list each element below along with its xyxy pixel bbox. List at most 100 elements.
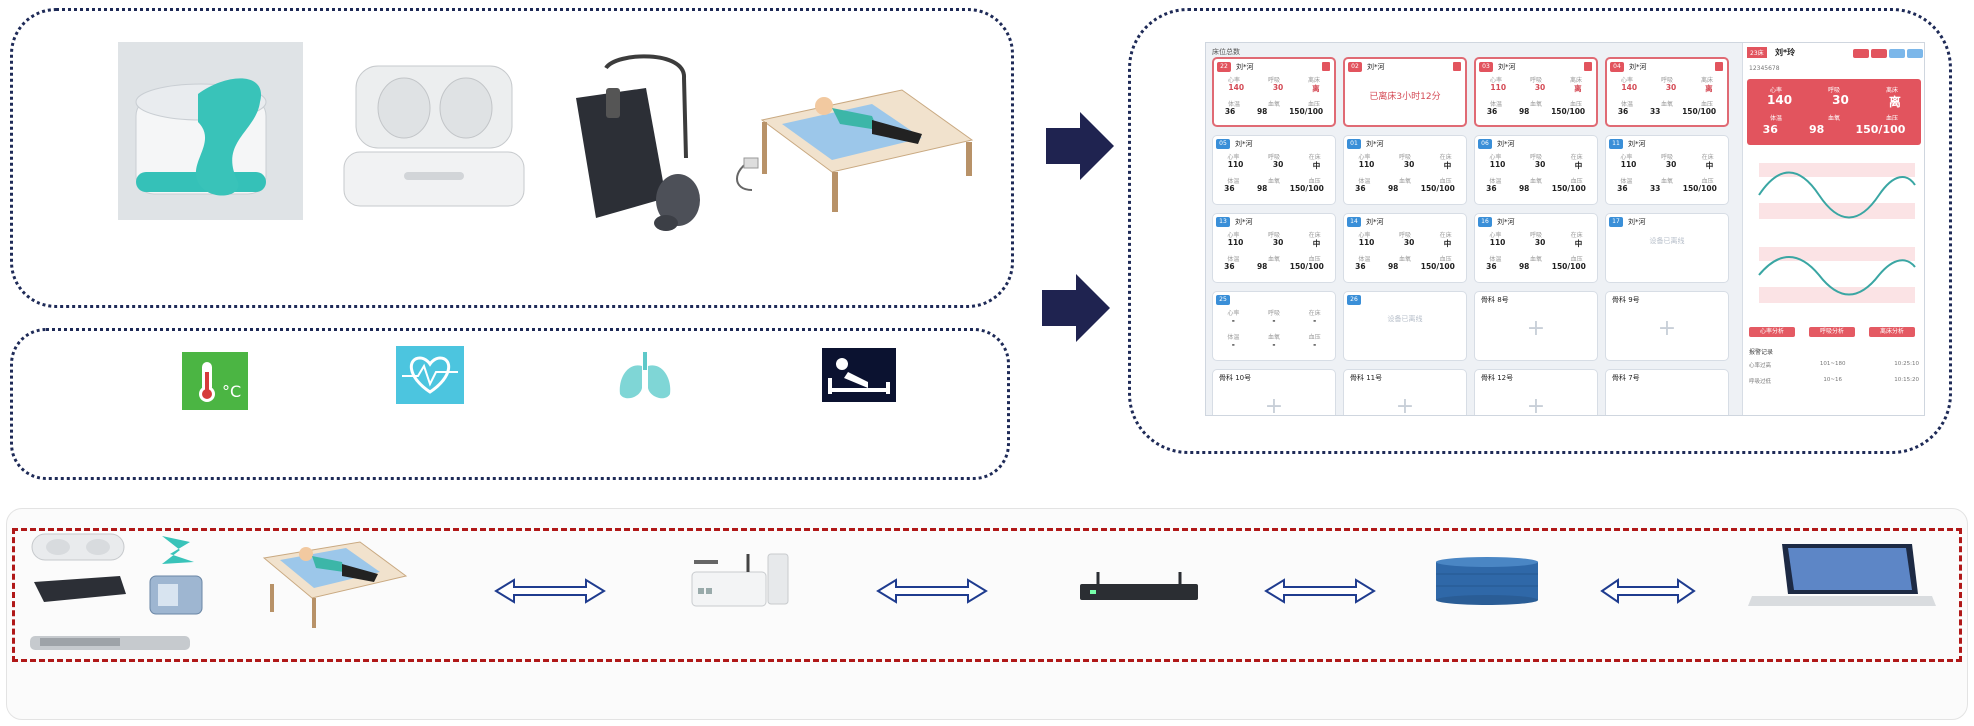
- bed-card[interactable]: 17 刘*河设备已离线: [1605, 213, 1729, 283]
- dashboard-title: 床位总数: [1212, 48, 1240, 56]
- add-bed-icon[interactable]: +: [1526, 394, 1546, 416]
- vital-summary: 心率 呼吸 离床 140 30 离 体温 血氧 血压 36 98 150/100: [1747, 79, 1921, 145]
- vital-label: 呼吸: [1529, 232, 1542, 239]
- vital-label: 呼吸: [1660, 77, 1673, 84]
- vital-label: 呼吸: [1267, 232, 1280, 239]
- add-bed-icon[interactable]: +: [1264, 394, 1284, 416]
- vital-value: 110: [1489, 238, 1506, 247]
- vital-labels: 体温血氧血压: [1607, 99, 1727, 108]
- vital-value: -: [1231, 316, 1235, 325]
- bed-id: 03: [1479, 62, 1493, 72]
- vital-label: 体温: [1489, 101, 1502, 108]
- bed-id: 17: [1609, 217, 1623, 227]
- bed-patient-device: [722, 60, 978, 220]
- breath-analysis-button[interactable]: 呼吸分析: [1809, 327, 1855, 337]
- vital-value: 33: [1649, 107, 1661, 116]
- vital-label: 血氧: [1267, 256, 1280, 263]
- vital-label: 在床: [1570, 154, 1583, 161]
- patient-name: 刘*河: [1628, 140, 1646, 148]
- lungs-icon: [612, 348, 678, 404]
- bed-card[interactable]: 骨科 8号 +: [1474, 291, 1598, 361]
- add-bed-icon[interactable]: +: [1657, 316, 1677, 341]
- sensor-case-device: [334, 60, 534, 214]
- database-server: [1434, 556, 1540, 606]
- vital-label: 血氧: [1529, 256, 1542, 263]
- vital-label: 血氧: [1660, 178, 1673, 185]
- summary-label: 呼吸: [1827, 87, 1840, 94]
- patient-name: 刘*河: [1235, 140, 1253, 148]
- patient-name: 刘*河: [1497, 140, 1515, 148]
- vital-label: 血压: [1570, 256, 1583, 263]
- heart-rate-waveform: [1758, 163, 1916, 219]
- bed-analysis-button[interactable]: 离床分析: [1869, 327, 1915, 337]
- patient-name: 刘*河: [1366, 140, 1384, 148]
- vital-labels: 心率呼吸离床: [1476, 75, 1596, 84]
- bed-card[interactable]: 骨科 12号+: [1474, 369, 1598, 416]
- vital-value: 中: [1443, 239, 1452, 248]
- offline-placeholder: 设备已离线: [1649, 237, 1685, 245]
- vital-labels: 心率呼吸离床: [1607, 75, 1727, 84]
- vital-labels: 体温血氧血压: [1344, 176, 1466, 185]
- heart-analysis-button[interactable]: 心率分析: [1749, 327, 1795, 337]
- bed-id: 04: [1610, 62, 1624, 72]
- bed-id: 26: [1347, 295, 1361, 305]
- bed-card[interactable]: 骨科 9号+: [1605, 291, 1729, 361]
- vital-value: 中: [1312, 239, 1321, 248]
- vital-label: 血压: [1701, 178, 1714, 185]
- vital-value: 98: [1256, 107, 1268, 116]
- bed-card[interactable]: 骨科 10号+: [1212, 369, 1336, 416]
- add-bed-icon[interactable]: +: [1395, 394, 1415, 416]
- patient-phone: 12345678: [1749, 65, 1780, 72]
- status-chip: [1853, 49, 1869, 58]
- vital-labels: 体温血氧血压: [1606, 176, 1728, 185]
- vital-value: 150/100: [1420, 184, 1455, 193]
- vital-label: 呼吸: [1398, 154, 1411, 161]
- summary-value: 98: [1809, 123, 1825, 136]
- status-chip: [1907, 49, 1923, 58]
- devices-group: [30, 532, 410, 656]
- vital-value: -: [1231, 340, 1235, 349]
- vital-value: 中: [1443, 161, 1452, 170]
- patient-name: 刘*河: [1628, 218, 1646, 226]
- patient-name: 刘*河: [1236, 63, 1254, 71]
- bed-rest-glyph: [828, 358, 890, 394]
- add-bed-icon[interactable]: +: [1526, 316, 1546, 341]
- vital-label: 在床: [1570, 232, 1583, 239]
- vital-label: 血压: [1308, 256, 1321, 263]
- alert-flag-icon: [1584, 62, 1592, 71]
- table-cell: 101~180: [1819, 361, 1846, 367]
- bed-card[interactable]: 骨科 7号: [1605, 369, 1729, 415]
- vital-label: 在床: [1308, 154, 1321, 161]
- summary-value: 36: [1762, 123, 1778, 136]
- vital-value: 36: [1617, 107, 1629, 116]
- pipeline-frame: [6, 508, 1968, 720]
- bed-card[interactable]: 26 设备已离线: [1343, 291, 1467, 361]
- patient-name: 骨科 8号: [1481, 296, 1509, 304]
- alert-message: 已离床3小时12分: [1369, 92, 1441, 102]
- vital-labels: 体温血氧血压: [1213, 332, 1335, 341]
- vital-labels: 体温血氧血压: [1213, 176, 1335, 185]
- vital-label: 呼吸: [1398, 232, 1411, 239]
- vital-value: 36: [1617, 184, 1628, 193]
- patient-name: 刘*河: [1235, 218, 1253, 226]
- summary-value: 150/100: [1855, 123, 1906, 136]
- offline-placeholder: 设备已离线: [1387, 315, 1423, 323]
- bed-card[interactable]: 骨科 11号+: [1343, 369, 1467, 416]
- vital-label: 血压: [1439, 178, 1452, 185]
- vital-label: 血氧: [1267, 178, 1280, 185]
- vital-value: 中: [1705, 161, 1714, 170]
